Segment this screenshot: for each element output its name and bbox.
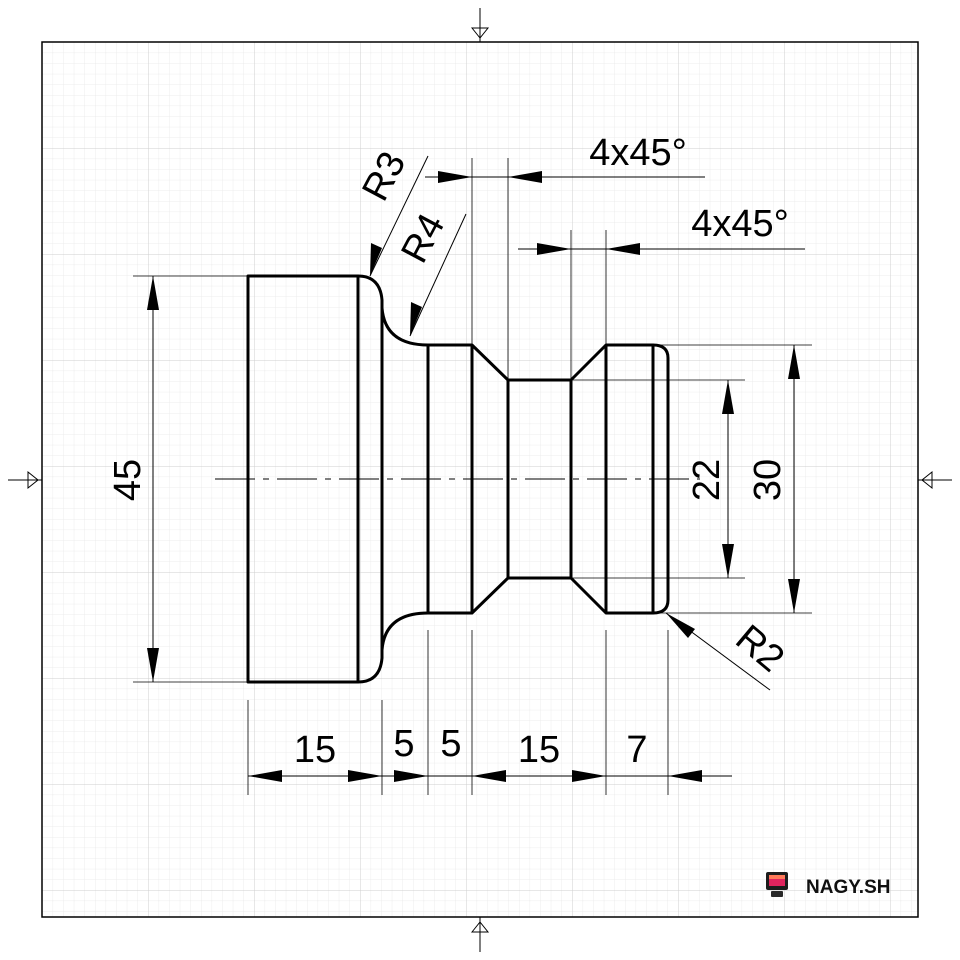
- center-mark-left: [8, 470, 42, 490]
- chamfer-text-lower: 4x45°: [691, 203, 789, 245]
- leader-r4: [409, 213, 467, 337]
- brand-logo: NAGY.SH: [766, 872, 890, 898]
- dim-text-len-5: 7: [626, 729, 647, 771]
- centering-marks: [8, 8, 952, 952]
- chamfer-text-top: 4x45°: [589, 132, 687, 174]
- center-mark-right: [918, 470, 952, 490]
- dim-text-30: 30: [747, 459, 789, 501]
- dimension-lines: [147, 155, 805, 782]
- center-mark-bottom: [470, 917, 490, 952]
- brand-name: NAGY.SH: [806, 877, 890, 898]
- leader-r2: [665, 612, 771, 691]
- computer-icon: [766, 872, 788, 897]
- dim-line-22: [722, 380, 734, 578]
- dim-text-len-1: 15: [294, 729, 336, 771]
- dim-line-45: [147, 276, 159, 682]
- part-outline: [246, 274, 670, 684]
- dim-line-chamfer-lower: [518, 243, 805, 255]
- extension-lines: [133, 158, 812, 795]
- dim-text-len-2: 5: [393, 723, 414, 765]
- dim-line-30: [788, 345, 800, 613]
- dim-text-len-4: 15: [518, 729, 560, 771]
- dim-line-chamfer-top: [425, 171, 705, 183]
- dim-text-len-3: 5: [440, 723, 461, 765]
- center-mark-top: [470, 8, 490, 42]
- dim-line-bottom-chain: [248, 770, 732, 782]
- dim-text-45: 45: [107, 459, 149, 501]
- leader-r3: [369, 155, 429, 277]
- dim-text-22: 22: [686, 459, 728, 501]
